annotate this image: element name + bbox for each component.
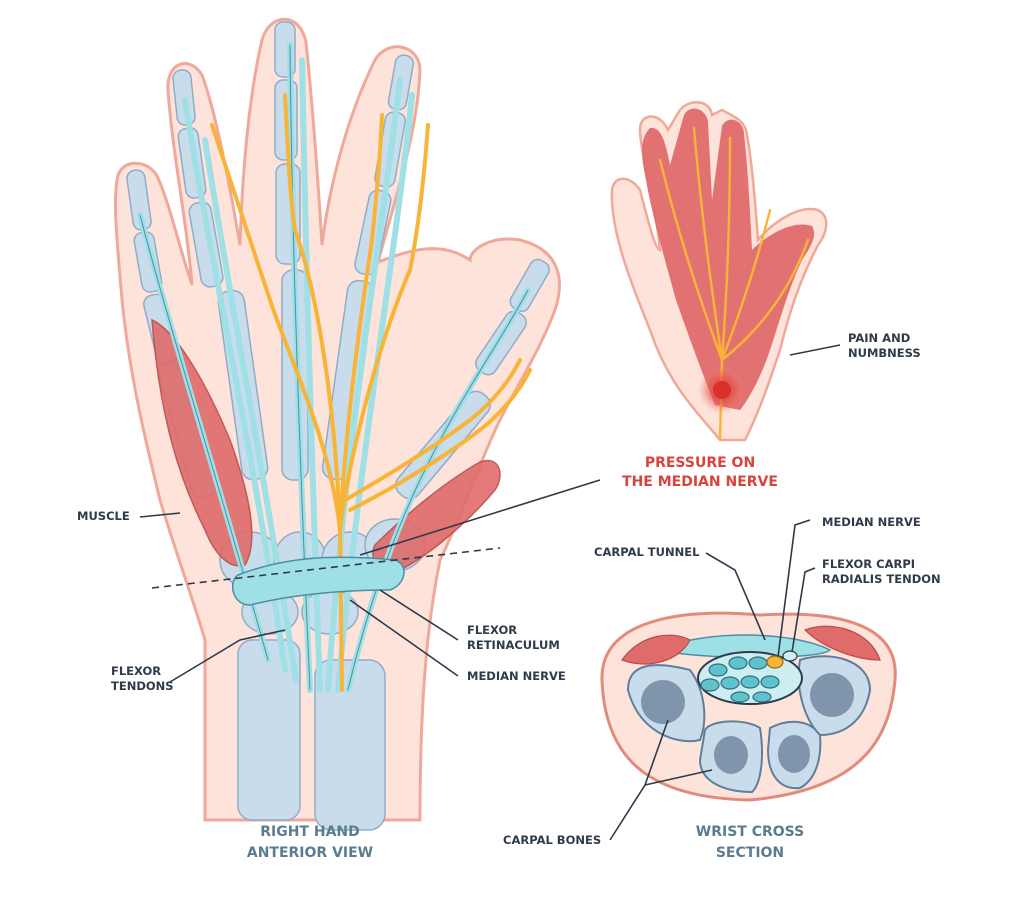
label-carpal-tunnel: CARPAL TUNNEL [594,545,700,559]
section-fcr-tendon [782,650,798,662]
label-pain-and-numbness: PAIN AND NUMBNESS [848,331,921,360]
flexor-retinaculum-band [231,556,405,606]
label-flexor-tendons: FLEXOR TENDONS [111,664,174,693]
leader-carpal-bones-2 [644,769,713,786]
leader-pressure [359,479,601,556]
section-muscle-left [621,634,691,665]
label-pressure-on-median-nerve: PRESSURE ON THE MEDIAN NERVE [622,455,778,490]
wrist-section-line [151,547,501,589]
leader-median-nerve [349,599,459,677]
small-hand-nerves [658,126,810,442]
thenar-muscle [151,318,253,567]
leader-flexor-tendons [169,629,286,683]
small-hand-pain-map [610,101,828,442]
title-wrist-cross-section: WRIST CROSS SECTION [695,824,805,861]
label-carpal-bones: CARPAL BONES [503,833,602,847]
label-flexor-retinaculum: FLEXOR RETINACULUM [467,623,560,652]
section-tendons [700,656,780,703]
section-muscle-right [803,625,881,661]
label-flexor-carpi-radialis: FLEXOR CARPI RADIALIS TENDON [822,557,941,586]
label-muscle: MUSCLE [77,509,130,523]
leader-pain [789,344,841,356]
section-median-nerve [766,655,784,669]
hand-anterior-view [113,17,561,831]
label-median-nerve-section: MEDIAN NERVE [822,515,921,529]
leader-retinaculum [379,589,459,641]
wrist-cross-section [600,611,897,802]
leader-median-nerve-section [777,519,811,658]
section-bone-texture [641,673,854,774]
leader-fcr [791,567,816,653]
label-median-nerve-hand: MEDIAN NERVE [467,669,566,683]
leader-carpal-tunnel [705,552,766,641]
leader-muscle [139,512,181,518]
median-nerve-branches [210,93,532,692]
title-right-hand-anterior-view: RIGHT HAND ANTERIOR VIEW [246,824,374,861]
pain-hotspot-core [713,381,731,399]
leader-lines [139,344,841,841]
